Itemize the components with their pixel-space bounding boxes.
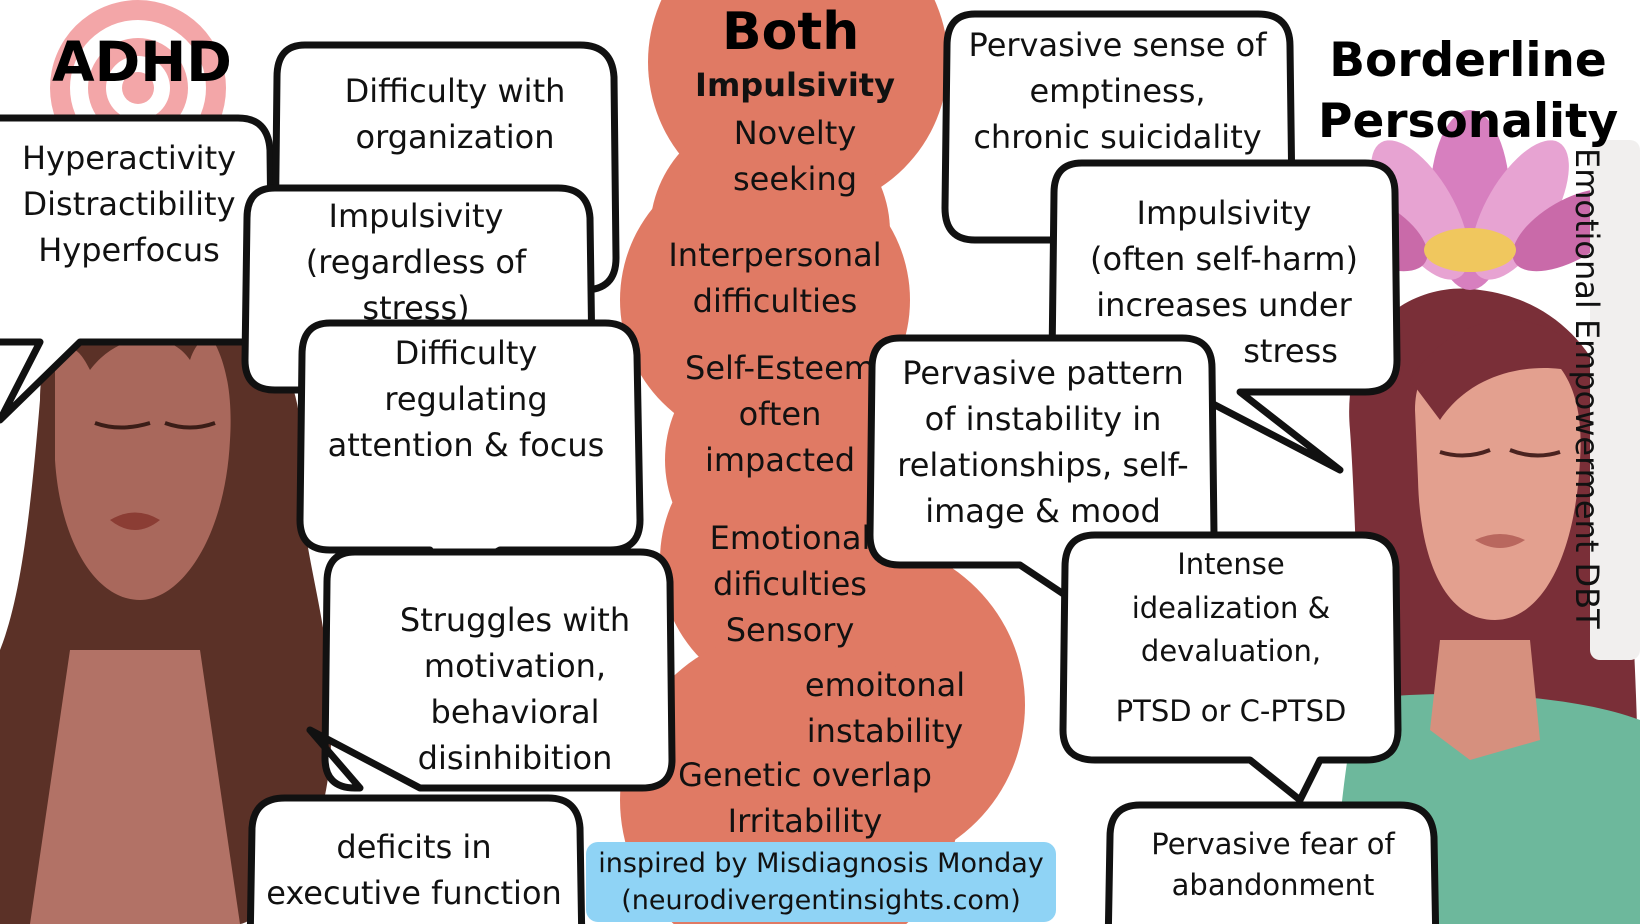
idealization-line-1: Intense xyxy=(1177,547,1285,581)
attention-line-3: attention & focus xyxy=(327,426,605,465)
both-item-interpersonal: Interpersonal difficulties xyxy=(640,232,910,324)
bubble-adhd-impulsivity: Impulsivity (regardless of stress) xyxy=(246,197,586,327)
abandonment-line-2: abandonment xyxy=(1171,868,1375,902)
interpersonal-line-1: Interpersonal xyxy=(668,236,882,274)
bubble-executive-shape xyxy=(246,794,586,924)
emotional-line-3: Sensory xyxy=(725,611,855,650)
organization-line-1: Difficulty with xyxy=(344,71,566,110)
bpd-title-line-2: Personality xyxy=(1318,94,1619,150)
adhd-impulsivity-line-2: (regardless of stress) xyxy=(305,242,527,328)
both-item-emotional: Emotional dificulties Sensory xyxy=(670,515,910,653)
instability-bpd-line-4: image & mood xyxy=(925,492,1161,531)
bpd-title-line-1: Borderline xyxy=(1329,33,1607,88)
bubble-organization: Difficulty with organization xyxy=(300,66,610,162)
bubble-motivation-shape xyxy=(306,548,676,792)
self-esteem-line-2: often xyxy=(738,395,822,434)
side-label-panel xyxy=(1590,140,1640,660)
instability-bpd-line-2: of instability in xyxy=(924,399,1162,438)
bubble-attention: Difficulty regulating attention & focus xyxy=(306,326,626,472)
trait-hyperfocus: Hyperfocus xyxy=(38,231,220,270)
both-item-novelty: Novelty seeking xyxy=(680,110,910,202)
trait-hyperactivity: Hyperactivity xyxy=(21,138,237,177)
self-esteem-line-1: Self-Esteem xyxy=(685,349,875,387)
instability-line-2: instability xyxy=(806,712,964,751)
bpd-impulsivity-line-1: Impulsivity xyxy=(1136,193,1312,232)
emotional-line-1: Emotional xyxy=(709,519,871,557)
credit-line-1: inspired by Misdiagnosis Monday xyxy=(598,848,1044,879)
both-item-instability: emoitonal instability xyxy=(780,662,990,754)
adhd-title: ADHD xyxy=(52,30,232,94)
bubble-hyperactivity: Hyperactivity Distractibility Hyperfocus xyxy=(0,134,258,274)
both-impulsivity: Impulsivity xyxy=(695,66,895,104)
bpd-impulsivity-line-2: (often self-harm) xyxy=(1090,239,1358,278)
executive-line-1: deficits in xyxy=(336,827,492,866)
bubble-idealization-shape xyxy=(1059,531,1402,804)
instability-line-1: emoitonal xyxy=(804,666,966,704)
bubble-instability: Pervasive pattern of instability in rela… xyxy=(878,346,1208,538)
adhd-woman-illustration xyxy=(0,281,332,924)
bubble-bpd-impulsivity-shape xyxy=(1048,159,1401,474)
bpd-woman-illustration xyxy=(1330,288,1640,924)
trait-distractibility: Distractibility xyxy=(22,184,236,223)
emotional-line-2: dificulties xyxy=(713,565,867,604)
emptiness-line-1: Pervasive sense of xyxy=(968,25,1267,64)
motivation-line-1: Struggles with xyxy=(399,600,631,639)
organization-line-2: organization xyxy=(355,118,555,156)
instability-bpd-line-3: relationships, self- xyxy=(897,446,1189,484)
genetic-line-1: Genetic overlap xyxy=(678,756,932,794)
idealization-line-2: idealization & xyxy=(1131,590,1331,625)
bubble-abandonment: Pervasive fear of abandonment xyxy=(1118,822,1428,908)
motivation-line-3: behavioral xyxy=(430,693,600,731)
emptiness-line-3: chronic suicidality xyxy=(973,118,1262,157)
emptiness-line-2: emptiness, xyxy=(1029,71,1206,110)
both-item-self-esteem: Self-Esteem often impacted xyxy=(660,345,900,483)
bubble-motivation: Struggles with motivation, behavioral di… xyxy=(365,592,665,786)
interpersonal-line-2: difficulties xyxy=(692,282,858,321)
idealization-line-4: PTSD or C-PTSD xyxy=(1115,693,1347,728)
bpd-title: Borderline Personality xyxy=(1318,30,1618,152)
self-esteem-line-3: impacted xyxy=(704,441,856,480)
abandonment-line-1: Pervasive fear of xyxy=(1151,826,1395,861)
bubble-idealization: Intense idealization & devaluation, PTSD… xyxy=(1074,543,1388,733)
bubble-bpd-impulsivity: Impulsivity (often self-harm) increases … xyxy=(1062,186,1386,378)
instability-bpd-line-1: Pervasive pattern xyxy=(902,353,1184,392)
novelty-line-2: seeking xyxy=(732,160,858,199)
adhd-impulsivity-line-1: Impulsivity xyxy=(328,196,504,235)
bubble-executive: deficits in executive function xyxy=(254,822,574,918)
bubble-shapes xyxy=(0,10,1440,924)
attention-line-1: Difficulty xyxy=(394,333,538,372)
both-item-genetic: Genetic overlap Irritability xyxy=(650,752,960,844)
novelty-line-1: Novelty xyxy=(733,114,857,152)
motivation-line-4: disinhibition xyxy=(417,739,613,778)
credit-line-2: (neurodivergentinsights.com) xyxy=(621,884,1021,916)
bubble-abandonment-shape xyxy=(1104,801,1440,924)
attention-line-2: regulating xyxy=(384,379,548,418)
side-label: Emotional Empowerment DBT xyxy=(1568,148,1606,629)
credit-banner: inspired by Misdiagnosis Monday (neurodi… xyxy=(586,842,1056,922)
executive-line-2: executive function xyxy=(266,874,562,912)
genetic-line-2: Irritability xyxy=(727,802,883,841)
bpd-impulsivity-line-3: increases under xyxy=(1096,286,1352,324)
both-title: Both xyxy=(722,2,860,62)
bubble-emptiness: Pervasive sense of emptiness, chronic su… xyxy=(955,18,1280,164)
bpd-impulsivity-line-4: stress xyxy=(1243,332,1338,371)
idealization-line-3: devaluation, xyxy=(1140,634,1322,668)
motivation-line-2: motivation, xyxy=(423,646,607,685)
